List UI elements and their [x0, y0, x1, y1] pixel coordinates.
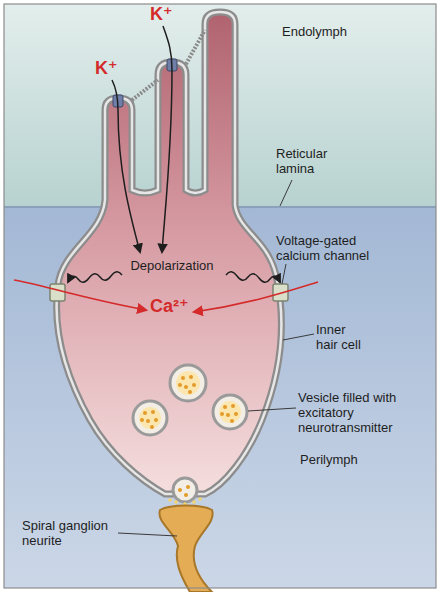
leader-line [282, 264, 286, 284]
depolarization-wave [226, 272, 280, 283]
potassium-arrow [162, 26, 172, 252]
leader-line [280, 180, 292, 206]
transmitter-dot [140, 418, 144, 422]
transmitter-dot [234, 412, 238, 416]
spiral-ganglion-neurite [159, 506, 212, 592]
ion-label: K⁺ [95, 58, 135, 79]
transmitter-dot [184, 385, 188, 389]
vesicle-membrane [170, 365, 206, 401]
vesicle [170, 365, 206, 401]
transmitter-dot [151, 410, 155, 414]
region-label: Endolymph [282, 24, 402, 39]
vesicle-content [139, 407, 161, 429]
transmitter-dot [230, 419, 234, 423]
potassium-arrow [112, 80, 140, 252]
transmitter-dot [150, 425, 154, 429]
depolarization-wave [68, 272, 122, 283]
fusing-vesicle [173, 478, 197, 502]
leader-line [118, 533, 177, 536]
tip-link [132, 80, 158, 100]
part-label: Inner hair cell [316, 322, 366, 352]
vesicle-membrane [133, 401, 167, 435]
ion-label: Ca²⁺ [150, 296, 200, 317]
region-label: Perilymph [300, 452, 400, 467]
vesicle-membrane [213, 395, 247, 429]
calcium-arrow [194, 282, 318, 312]
transmitter-dot [220, 412, 224, 416]
transmitter-dot [189, 375, 193, 379]
part-label: Spiral ganglion neurite [22, 518, 122, 548]
transmitter-dot [188, 390, 192, 394]
transmitter-dot [223, 405, 227, 409]
transmitter-dot [154, 418, 158, 422]
process-label: Depolarization [117, 258, 227, 273]
calcium-channel [50, 284, 65, 301]
vesicle [133, 401, 167, 435]
frame [4, 4, 436, 588]
transmitter-dot [226, 413, 230, 417]
hair-cell-body [57, 12, 282, 494]
ion-label: K⁺ [150, 4, 190, 25]
released-transmitter [174, 500, 178, 504]
part-label: Vesicle filled with excitatory neurotran… [298, 390, 406, 435]
transmitter-dot [178, 383, 182, 387]
calcium-arrow [14, 280, 146, 310]
transmitter-dot [231, 404, 235, 408]
vesicle [213, 395, 247, 429]
transmitter-dot [192, 383, 196, 387]
released-transmitter [192, 500, 196, 504]
tip-link [186, 30, 205, 64]
released-transmitter [198, 497, 202, 501]
leader-line [248, 408, 296, 411]
transmitter-dot [143, 411, 147, 415]
transmitter-dot [178, 488, 182, 492]
released-transmitter [168, 498, 172, 502]
transmitter-dot [184, 493, 188, 497]
vesicle-content [176, 371, 200, 395]
cell-membrane [57, 12, 282, 494]
leader-line [283, 334, 314, 340]
part-label: Voltage-gated calcium channel [276, 233, 381, 263]
vesicle-content [219, 401, 241, 423]
transmitter-dot [186, 485, 190, 489]
part-label: Reticular lamina [276, 146, 346, 176]
transmitter-dot [146, 419, 150, 423]
transmitter-dot [181, 376, 185, 380]
